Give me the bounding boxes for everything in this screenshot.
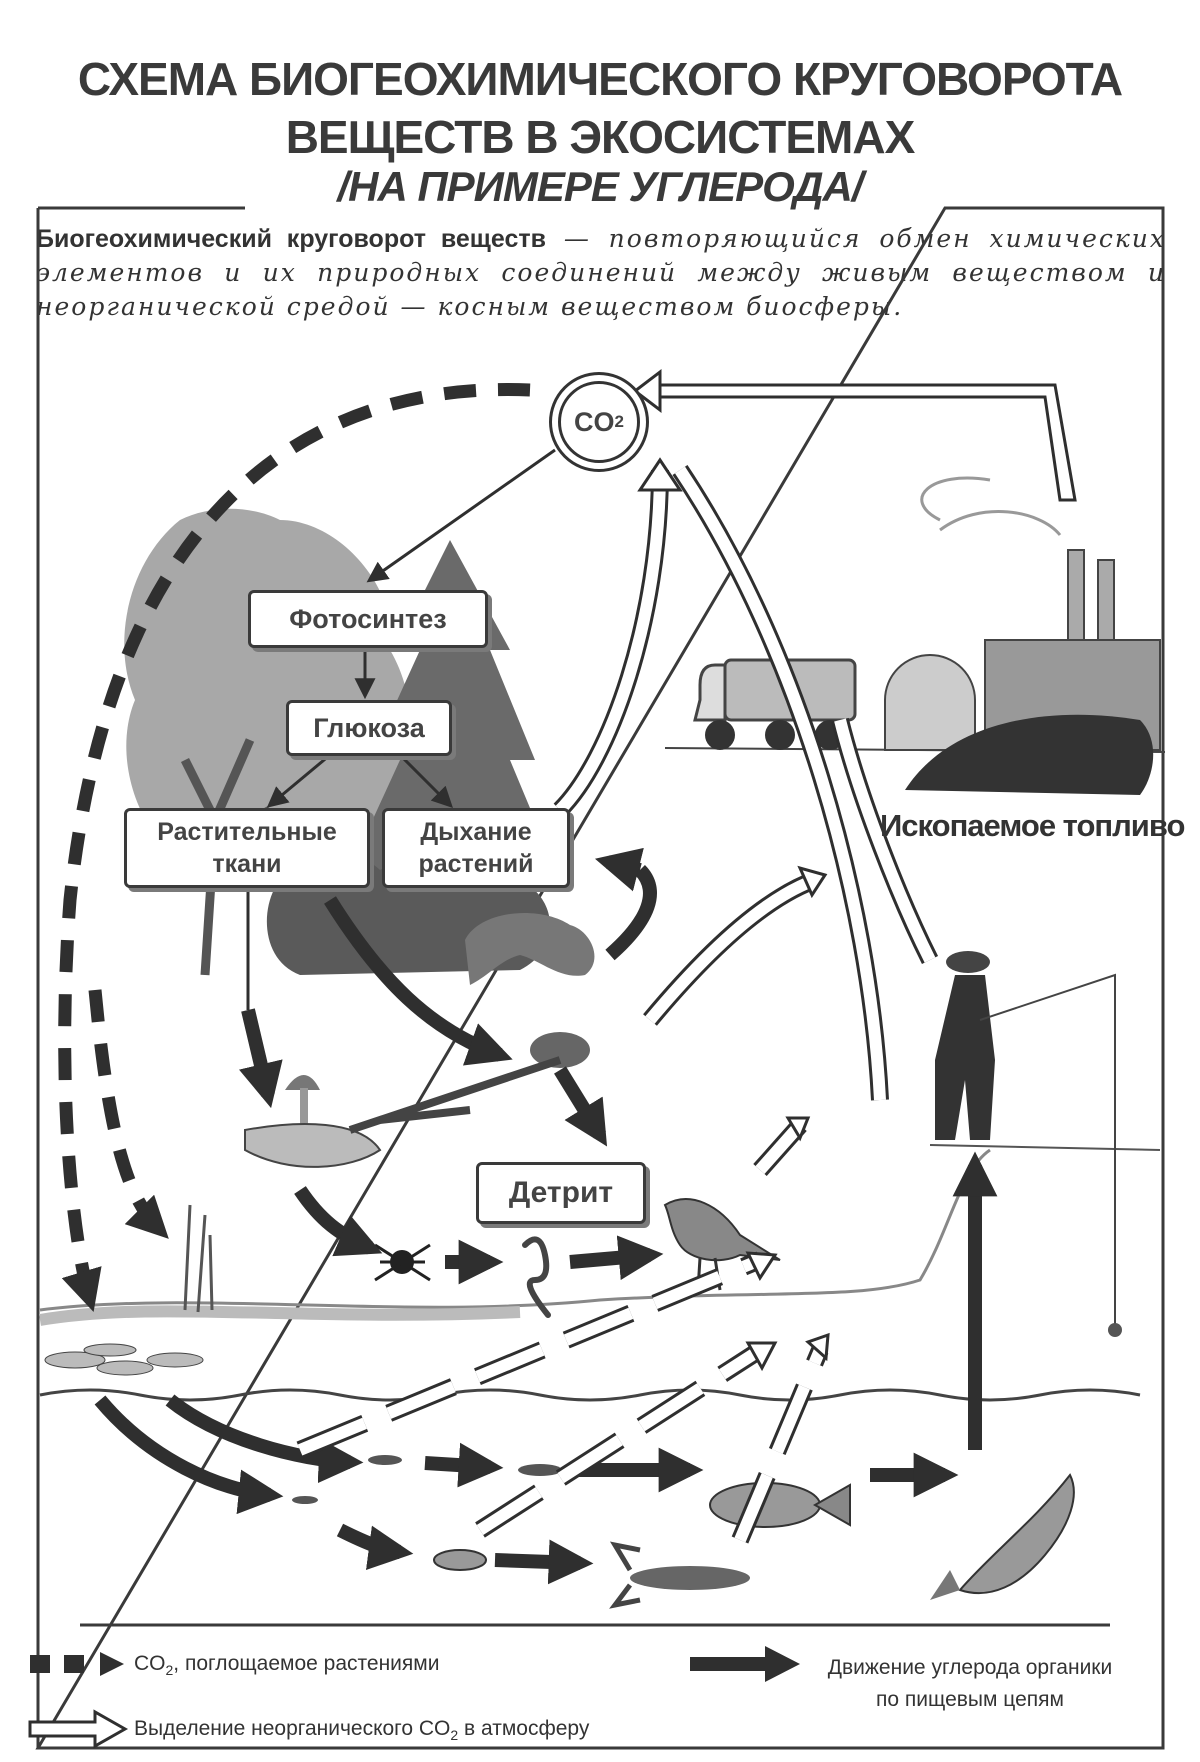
legend-hollow-glyph (28, 1709, 129, 1749)
perch-icon (433, 1482, 851, 1571)
plant-respiration-line-1: Дыхание (420, 818, 532, 846)
legend-dashed-rest: , поглощаемое растениями (173, 1652, 440, 1675)
title-line-1: СХЕМА БИОГЕОХИМИЧЕСКОГО КРУГОВОРОТА (77, 53, 1123, 105)
legend-dashed-label: CO2, поглощаемое растениями (134, 1652, 439, 1678)
plant-tissue-node: Растительные ткани (124, 808, 370, 888)
solid-arrows-food-chain (94, 862, 998, 1585)
fish-icon (292, 1455, 562, 1504)
glucose-node: Глюкоза (286, 700, 452, 756)
co2-node-text: CO (574, 406, 615, 437)
fox-icon (465, 913, 595, 985)
co2-node-sub: 2 (614, 412, 624, 431)
spider-icon (374, 1243, 431, 1282)
pike-icon (930, 1473, 1075, 1600)
dashed-arrow-to-reeds (88, 989, 169, 1239)
plant-respiration-line-2: растений (418, 850, 534, 878)
plant-tissue-line-2: ткани (212, 850, 282, 878)
fossil-fuel-label: Ископаемое топливо (880, 808, 1185, 843)
plant-respiration-node: Дыхание растений (382, 808, 570, 888)
title-line-3: /НА ПРИМЕРЕ УГЛЕРОДА/ (337, 163, 863, 210)
legend-dashed-sub: 2 (165, 1662, 174, 1679)
legend-solid-glyph (690, 1646, 800, 1682)
legend-hollow-rest: в атмосферу (458, 1717, 590, 1740)
mushroom-icon (244, 1056, 562, 1168)
legend-solid-line-1: Движение углерода органики (827, 1656, 1113, 1679)
reeds-icon (183, 1204, 214, 1313)
detritus-node: Детрит (476, 1162, 646, 1224)
definition-text: Биогеохимический круговорот веществ — по… (36, 222, 1166, 324)
title-line-2: ВЕЩЕСТВ В ЭКОСИСТЕМАХ (285, 111, 916, 163)
worm-icon (522, 1236, 551, 1318)
thin-flow-lines (266, 448, 556, 808)
photosynthesis-node: Фотосинтез (248, 590, 488, 648)
fisherman-icon (935, 951, 1122, 1337)
definition-body: — повторяющийся обмен химических элемент… (36, 224, 1166, 321)
dashed-arrow-co2-uptake (58, 383, 531, 1312)
definition-term: Биогеохимический круговорот веществ (36, 225, 546, 253)
hollow-arrow-heads (632, 368, 830, 1372)
legend-hollow-sub: 2 (450, 1727, 459, 1744)
legend-dashed-main: CO (134, 1652, 166, 1675)
plant-tissue-line-1: Растительные (157, 818, 337, 846)
legend-hollow-label: Выделение неорганического CO2 в атмосфер… (134, 1717, 589, 1743)
legend-solid-label: Движение углерода органики по пищевым цеп… (810, 1652, 1130, 1716)
coal-pile-icon (905, 714, 1154, 795)
legend-hollow-main: Выделение неорганического CO (134, 1717, 451, 1740)
legend-solid-line-2: по пищевым цепям (876, 1688, 1064, 1711)
chipmunk-icon (530, 1032, 590, 1068)
legend-dashed-glyph (30, 1652, 124, 1676)
crayfish-icon (609, 1541, 750, 1609)
factory-icon (884, 476, 1161, 751)
truck-icon (693, 658, 857, 750)
water-lily-icon (44, 1343, 204, 1376)
